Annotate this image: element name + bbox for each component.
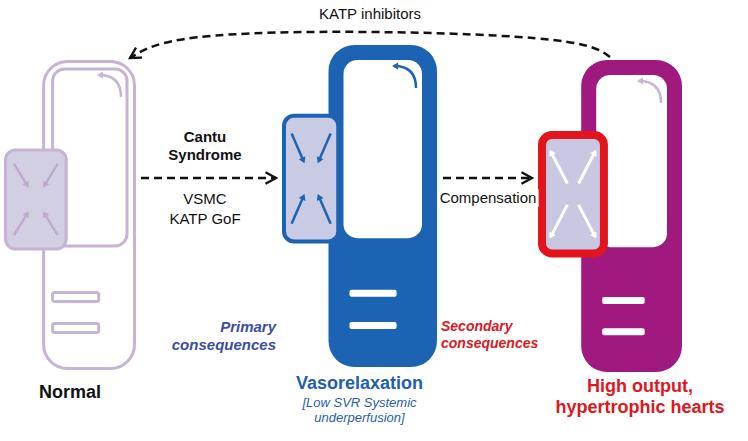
circulation-figure	[542, 60, 682, 372]
arrow-head	[22, 211, 28, 218]
arrow-head	[43, 181, 49, 188]
heart-chamber	[284, 116, 338, 242]
contraction-arrow	[45, 164, 58, 185]
node-label-block: Vasorelaxation[Low SVR Systemic underper…	[282, 373, 437, 426]
vessel-loop	[329, 45, 438, 367]
circulation-figure	[284, 45, 437, 367]
circulation-figure	[4, 60, 136, 370]
contraction-arrow	[14, 164, 27, 185]
vessel-bed	[602, 328, 644, 335]
arrow-head	[22, 181, 28, 188]
dilation-arrow	[551, 151, 568, 183]
dashed-arrow	[141, 177, 276, 180]
vessel-bed	[602, 297, 644, 304]
vessel-bed	[53, 293, 99, 302]
arrow-head	[317, 156, 324, 163]
flow-arrow	[99, 75, 121, 97]
arrow-head	[590, 150, 596, 157]
vessel-bed	[350, 322, 397, 329]
mechanism-label: KATP GoF	[150, 210, 260, 228]
vessel-lumen	[344, 60, 423, 238]
heart-chamber	[6, 150, 67, 249]
node-label-block: Normal	[4, 382, 136, 403]
arrow-head	[299, 156, 306, 163]
cell-type-label: VSMC	[150, 190, 260, 208]
arrow-head	[549, 232, 555, 239]
dilation-arrow	[579, 205, 596, 237]
arrow-head	[97, 71, 103, 78]
dashed-arrow	[443, 177, 532, 180]
edge-label: Compensation	[438, 189, 539, 207]
vessel-bed	[53, 324, 99, 333]
contraction-arrow	[292, 133, 304, 160]
stage-title: High output, hypertrophic hearts	[540, 376, 740, 417]
arrow-head	[549, 150, 555, 157]
circulation-node: High output, hypertrophic hearts	[538, 60, 740, 417]
dilation-arrow	[579, 151, 596, 183]
stage-title: Vasorelaxation	[282, 373, 437, 394]
stage-title: Normal	[4, 382, 136, 403]
cause-label: Cantu Syndrome	[150, 128, 260, 164]
node-label-block: High output, hypertrophic hearts	[540, 376, 740, 417]
stage-label: Secondary consequences	[441, 318, 551, 352]
arrow-head	[43, 211, 49, 218]
stage-label: Primary consequences	[160, 318, 276, 354]
arrow-head	[637, 77, 643, 84]
dilation-arrow	[551, 205, 568, 237]
arrow-head	[392, 62, 398, 69]
edge-label: KATP inhibitors	[317, 5, 423, 23]
contraction-arrow	[292, 197, 304, 224]
circulation-node: Normal	[4, 60, 136, 403]
circulation-figure	[6, 62, 135, 369]
contraction-arrow	[14, 214, 27, 235]
contraction-arrow	[45, 214, 58, 235]
flow-arrow	[394, 66, 416, 88]
vessel-bed	[350, 290, 397, 297]
heart-chamber	[542, 135, 604, 254]
contraction-arrow	[319, 133, 331, 160]
contraction-arrow	[319, 197, 331, 224]
arrow-head	[299, 194, 306, 201]
circulation-figure	[538, 60, 682, 372]
stage-note: [Low SVR Systemic underperfusion]	[282, 396, 437, 426]
circulation-figure	[282, 45, 437, 367]
circulation-node: Vasorelaxation[Low SVR Systemic underper…	[282, 45, 437, 426]
arrow-head	[590, 232, 596, 239]
flow-arrow	[639, 81, 661, 103]
arrow-head	[317, 194, 324, 201]
